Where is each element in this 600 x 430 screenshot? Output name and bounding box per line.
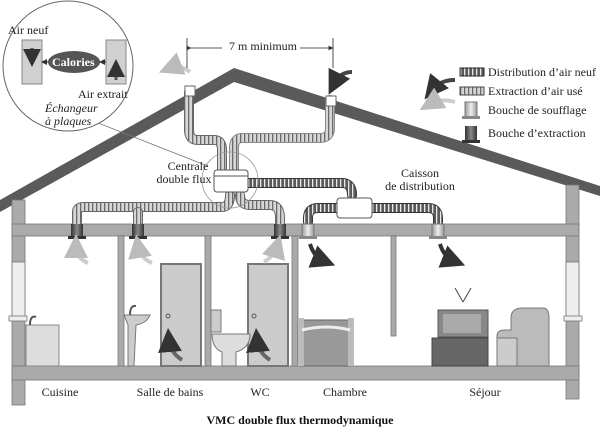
intake-roof-arrow [328, 67, 353, 95]
centrale-label-1: Centrale [167, 159, 209, 173]
light-duct-icon [459, 86, 485, 96]
roof-outlet-right [325, 95, 337, 107]
armchair [496, 307, 550, 367]
supply-vent-icon [464, 101, 478, 119]
extract-vent-icon [271, 236, 289, 239]
room-label-sejour: Séjour [469, 385, 501, 399]
legend-label-soufflage: Bouche de soufflage [488, 103, 587, 117]
inset-air-extrait-label: Air extrait [78, 87, 128, 101]
inset-air-neuf-label: Air neuf [8, 23, 49, 37]
window-left [8, 261, 28, 322]
airflow-extract-arrow [64, 234, 89, 265]
dark-duct-icon [459, 67, 485, 77]
legend-arrow-light [419, 87, 456, 111]
legend-label-distribution: Distribution d’air neuf [488, 65, 596, 79]
extraction-ducts [72, 87, 285, 227]
airflow-extract-arrow [262, 234, 286, 264]
door-bathroom [160, 263, 202, 367]
airflow-extract-arrow [128, 234, 153, 265]
bathroom-washbasin [123, 304, 151, 367]
extract-vent-icon [129, 236, 147, 239]
caisson-label-1: Caisson [400, 166, 439, 180]
legend-label-extraction: Extraction d’air usé [488, 84, 583, 98]
dimension-line [186, 38, 334, 68]
extract-vent-icon [132, 224, 144, 237]
airflow-supply-arrow [308, 243, 336, 268]
airflow-arrows [64, 52, 466, 362]
inset-exchanger-label-2: à plaques [45, 114, 92, 128]
legend-label-bouche-extraction: Bouche d’extraction [488, 126, 586, 140]
extract-vent-icon [465, 126, 477, 142]
supply-vent-icon [299, 236, 317, 239]
house-structure [11, 184, 580, 406]
extract-vent-icon [68, 236, 86, 239]
bed [297, 318, 354, 367]
airflow-door-arrow [158, 328, 184, 362]
inset-exchanger-label-1: Échangeur [45, 101, 98, 115]
room-label-chambre: Chambre [323, 385, 367, 399]
legend-arrow-dark [424, 73, 456, 100]
supply-vent-icon [301, 223, 315, 238]
extract-vent-icon [71, 224, 83, 237]
legend-swatches [459, 67, 485, 143]
toilet [210, 309, 251, 367]
airflow-door-arrow [246, 328, 272, 362]
caisson-label-2: de distribution [385, 179, 455, 193]
television [431, 287, 489, 367]
supply-vent-icon [431, 223, 445, 238]
exhaust-roof-arrow [158, 52, 192, 75]
centrale-label-2: double flux [156, 172, 212, 186]
diagram-title: VMC double flux thermodynamique [206, 413, 394, 427]
supply-vent-icon [429, 236, 447, 239]
roof-outlet-left [184, 85, 196, 97]
calories-ellipse [48, 51, 100, 73]
kitchen-sink [25, 315, 60, 367]
extract-vent-icon [274, 224, 286, 237]
room-label-salle-de-bains: Salle de bains [136, 385, 204, 399]
inset-calories-label: Calories [52, 55, 95, 69]
exchanger-inset [2, 0, 134, 132]
dimension-label: 7 m minimum [226, 40, 301, 53]
room-label-wc: WC [250, 385, 270, 399]
airflow-supply-arrow [438, 243, 466, 268]
roof [0, 68, 600, 212]
door-wc [247, 263, 289, 367]
distribution-ducts [229, 95, 443, 227]
centrale-double-flux [201, 151, 259, 209]
room-label-cuisine: Cuisine [41, 385, 79, 399]
window-right [563, 261, 583, 322]
caisson-de-distribution [336, 197, 373, 219]
